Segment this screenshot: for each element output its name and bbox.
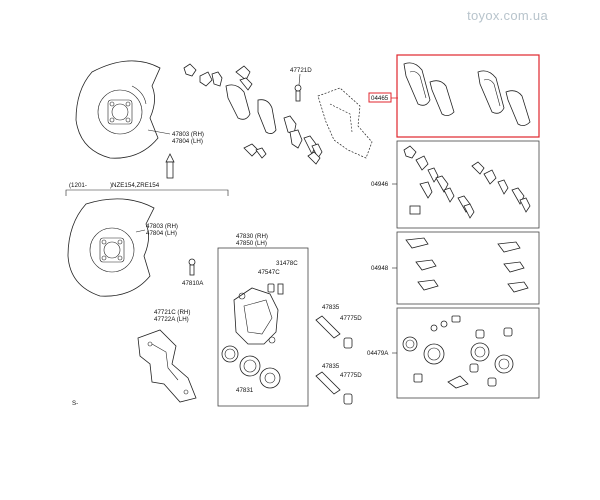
pad-support-plate-kit-icon	[405, 237, 529, 293]
bolt-47810a-icon	[188, 258, 196, 276]
label-47804-lh-top[interactable]: 47804 (LH)	[172, 138, 203, 145]
bleeder-cap-icon	[267, 283, 275, 293]
label-47835-b[interactable]: 47835	[322, 363, 340, 370]
label-04465[interactable]: 04465	[371, 95, 389, 102]
dust-cover-bottom	[67, 198, 155, 297]
exploded-pads-top	[183, 63, 323, 165]
watermark-text: toyox.com.ua	[467, 8, 548, 23]
label-47803-rh-bot[interactable]: 47803 (RH)	[146, 223, 178, 230]
slide-pin-upper-icon	[315, 315, 353, 349]
kit-box-04946	[396, 140, 540, 229]
label-47721d[interactable]: 47721D	[290, 67, 312, 74]
caliper-bracket-icon	[317, 87, 373, 159]
label-47722a-lh[interactable]: 47722A (LH)	[154, 316, 189, 323]
slide-pin-lower-icon	[315, 371, 353, 405]
caliper-support-icon	[137, 329, 197, 403]
label-47810a[interactable]: 47810A	[182, 280, 204, 287]
caliper-body-icon	[233, 287, 279, 345]
label-04948[interactable]: 04948	[371, 265, 389, 272]
label-47547c[interactable]: 47547C	[258, 269, 280, 276]
bracket-left-code: (1201-	[69, 182, 87, 189]
label-47721c-rh[interactable]: 47721C (RH)	[154, 309, 190, 316]
label-31478c[interactable]: 31478C	[276, 260, 298, 267]
footer-code: S-	[72, 400, 78, 407]
arrow-up-icon	[165, 153, 175, 179]
cylinder-seal-kit-icon	[402, 315, 514, 389]
bracket-right-code: )NZE154,ZRE154	[110, 182, 160, 189]
label-47831[interactable]: 47831	[236, 387, 254, 394]
caliper-assembly-box	[217, 247, 309, 407]
kit-box-04465	[396, 54, 540, 138]
dust-cover-top	[75, 60, 161, 159]
label-47804-lh-bot[interactable]: 47804 (LH)	[146, 230, 177, 237]
label-47835-a[interactable]: 47835	[322, 304, 340, 311]
anti-squeal-shim-kit-icon	[403, 145, 531, 219]
label-47775d-a[interactable]: 47775D	[340, 315, 362, 322]
brake-pad-set-icon	[403, 62, 531, 126]
label-47850-lh[interactable]: 47850 (LH)	[236, 240, 267, 247]
label-04946[interactable]: 04946	[371, 181, 389, 188]
kit-box-04479a	[396, 307, 540, 399]
label-04465-box	[368, 92, 392, 103]
label-47775d-b[interactable]: 47775D	[340, 372, 362, 379]
bolt-47721d-icon	[294, 84, 302, 102]
piston-icon	[239, 355, 261, 377]
label-04479a[interactable]: 04479A	[367, 350, 389, 357]
label-47830-rh[interactable]: 47830 (RH)	[236, 233, 268, 240]
piston-boot-icon	[259, 367, 281, 389]
model-range-bracket: (1201- )NZE154,ZRE154	[65, 182, 229, 196]
label-47803-rh-top[interactable]: 47803 (RH)	[172, 131, 204, 138]
piston-seal-icon	[221, 345, 239, 363]
bleeder-screw-icon	[277, 283, 284, 295]
